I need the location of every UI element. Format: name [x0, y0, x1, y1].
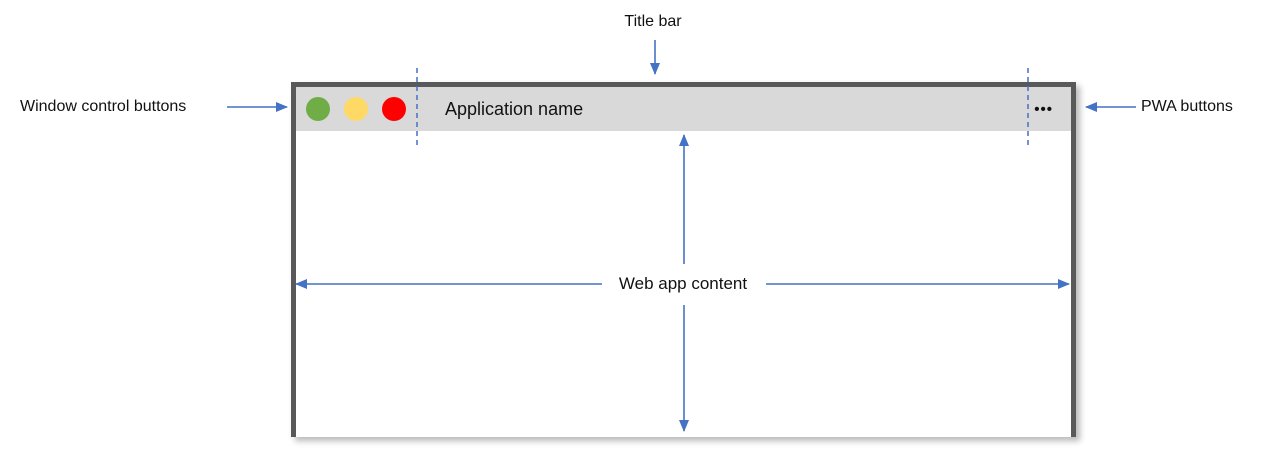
title-bar-label: Title bar	[624, 13, 682, 30]
window-control-yellow-icon[interactable]	[344, 97, 368, 121]
window-control-buttons-label: Window control buttons	[20, 98, 187, 115]
window-control-red-icon[interactable]	[382, 97, 406, 121]
application-name: Application name	[445, 98, 584, 119]
web-app-content-label: Web app content	[618, 274, 748, 293]
app-window: Application name •••	[291, 82, 1076, 437]
more-options-icon[interactable]: •••	[1034, 100, 1053, 118]
pwa-buttons-label: PWA buttons	[1141, 98, 1233, 115]
window-control-green-icon[interactable]	[306, 97, 330, 121]
title-bar[interactable]: Application name •••	[296, 87, 1071, 131]
